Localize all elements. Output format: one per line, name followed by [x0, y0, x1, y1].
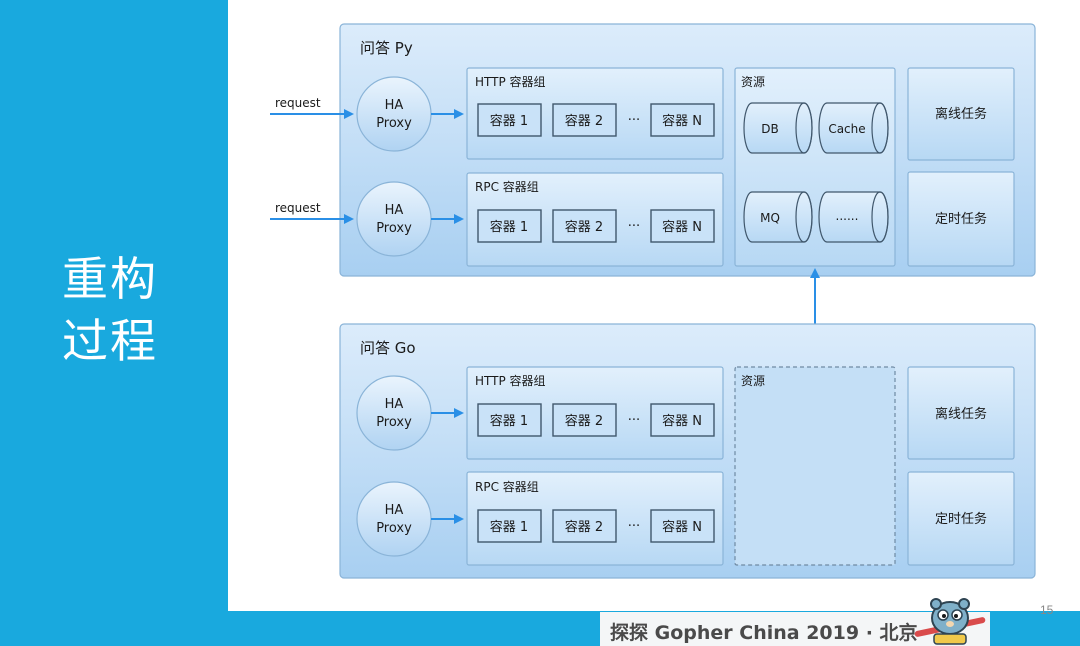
container-label: 容器 2	[565, 413, 603, 429]
ha-proxy-label-line1: HA	[385, 98, 404, 113]
sidebar-panel	[0, 0, 228, 646]
rpc-container-group: RPC 容器组 容器 1 容器 2 ··· 容器 N	[466, 471, 724, 566]
slide-title-line-1: 重构	[62, 252, 158, 306]
container-label: 容器 2	[565, 519, 603, 535]
resource-label: DB	[761, 122, 778, 136]
ha-proxy-label-line2: Proxy	[376, 116, 412, 131]
container-label: 容器 N	[662, 113, 702, 129]
container-ellipsis: ···	[628, 413, 640, 428]
ha-proxy-node: HA Proxy	[356, 375, 432, 451]
ha-proxy-label-line1: HA	[385, 503, 404, 518]
scheduled-tasks-box: 定时任务	[907, 471, 1015, 566]
container-label: 容器 N	[662, 519, 702, 535]
page-number: 15	[1040, 603, 1054, 617]
container-box	[477, 509, 542, 543]
container-box	[552, 509, 617, 543]
container-ellipsis: ···	[628, 519, 640, 534]
container-ellipsis: ···	[628, 219, 640, 234]
container-box	[650, 403, 715, 437]
scheduled-tasks-box: 定时任务	[907, 171, 1015, 267]
ha-proxy-node: HA Proxy	[356, 481, 432, 557]
rpc-container-group: RPC 容器组 容器 1 容器 2 ··· 容器 N	[466, 172, 724, 267]
resources-title: 资源	[741, 75, 765, 89]
container-box	[477, 403, 542, 437]
db-cylinder: DB	[743, 102, 813, 154]
resources-title: 资源	[741, 374, 765, 388]
resources-group: 资源 DB Cache MQ ......	[734, 67, 896, 267]
container-box	[477, 103, 542, 137]
container-label: 容器 2	[565, 113, 603, 129]
ha-proxy-label-line2: Proxy	[376, 521, 412, 536]
gopher-mascot-icon	[914, 598, 986, 645]
go-panel-title: 问答 Go	[360, 339, 416, 357]
container-box	[650, 209, 715, 243]
ha-proxy-node: HA Proxy	[356, 181, 432, 257]
py-panel-title: 问答 Py	[360, 39, 413, 57]
mq-cylinder: MQ	[743, 191, 813, 243]
container-label: 容器 1	[490, 113, 528, 129]
ha-proxy-label-line1: HA	[385, 203, 404, 218]
ha-proxy-label-line2: Proxy	[376, 221, 412, 236]
offline-tasks-label: 离线任务	[935, 406, 987, 422]
container-label: 容器 1	[490, 413, 528, 429]
scheduled-tasks-label: 定时任务	[935, 511, 987, 527]
offline-tasks-label: 离线任务	[935, 106, 987, 122]
container-box	[552, 209, 617, 243]
group-title: HTTP 容器组	[475, 74, 546, 89]
footer-event-label: 探探 Gopher China 2019 · 北京	[600, 612, 990, 646]
container-label: 容器 2	[565, 219, 603, 235]
container-box	[552, 103, 617, 137]
container-ellipsis: ···	[628, 113, 640, 128]
container-label: 容器 N	[662, 219, 702, 235]
ha-proxy-label-line1: HA	[385, 397, 404, 412]
container-box	[650, 509, 715, 543]
resource-label: Cache	[828, 122, 865, 136]
http-container-group: HTTP 容器组 容器 1 容器 2 ··· 容器 N	[466, 366, 724, 460]
slide-title-line-2: 过程	[62, 314, 158, 368]
container-box	[477, 209, 542, 243]
scheduled-tasks-label: 定时任务	[935, 211, 987, 227]
offline-tasks-box: 离线任务	[907, 366, 1015, 460]
container-box	[650, 103, 715, 137]
http-container-group: HTTP 容器组 容器 1 容器 2 ··· 容器 N	[466, 67, 724, 160]
py-panel: 问答 Py request request HA Proxy HA Proxy …	[270, 23, 1036, 277]
resources-placeholder: 资源	[734, 366, 896, 566]
more-resources-cylinder: ......	[818, 191, 889, 243]
resource-label: ......	[836, 209, 859, 223]
group-title: HTTP 容器组	[475, 373, 546, 388]
container-box	[552, 403, 617, 437]
container-label: 容器 1	[490, 219, 528, 235]
ha-proxy-node: HA Proxy	[356, 76, 432, 152]
resource-label: MQ	[760, 211, 780, 225]
request-label: request	[275, 96, 321, 110]
request-label: request	[275, 201, 321, 215]
container-label: 容器 N	[662, 413, 702, 429]
container-label: 容器 1	[490, 519, 528, 535]
cache-cylinder: Cache	[818, 102, 889, 154]
slide-title: 重构 过程	[62, 248, 158, 372]
go-panel: 问答 Go HA Proxy HA Proxy HTTP 容器组 容器 1 容器…	[339, 323, 1036, 579]
ha-proxy-label-line2: Proxy	[376, 415, 412, 430]
offline-tasks-box: 离线任务	[907, 67, 1015, 161]
group-title: RPC 容器组	[475, 179, 539, 194]
group-title: RPC 容器组	[475, 479, 539, 494]
